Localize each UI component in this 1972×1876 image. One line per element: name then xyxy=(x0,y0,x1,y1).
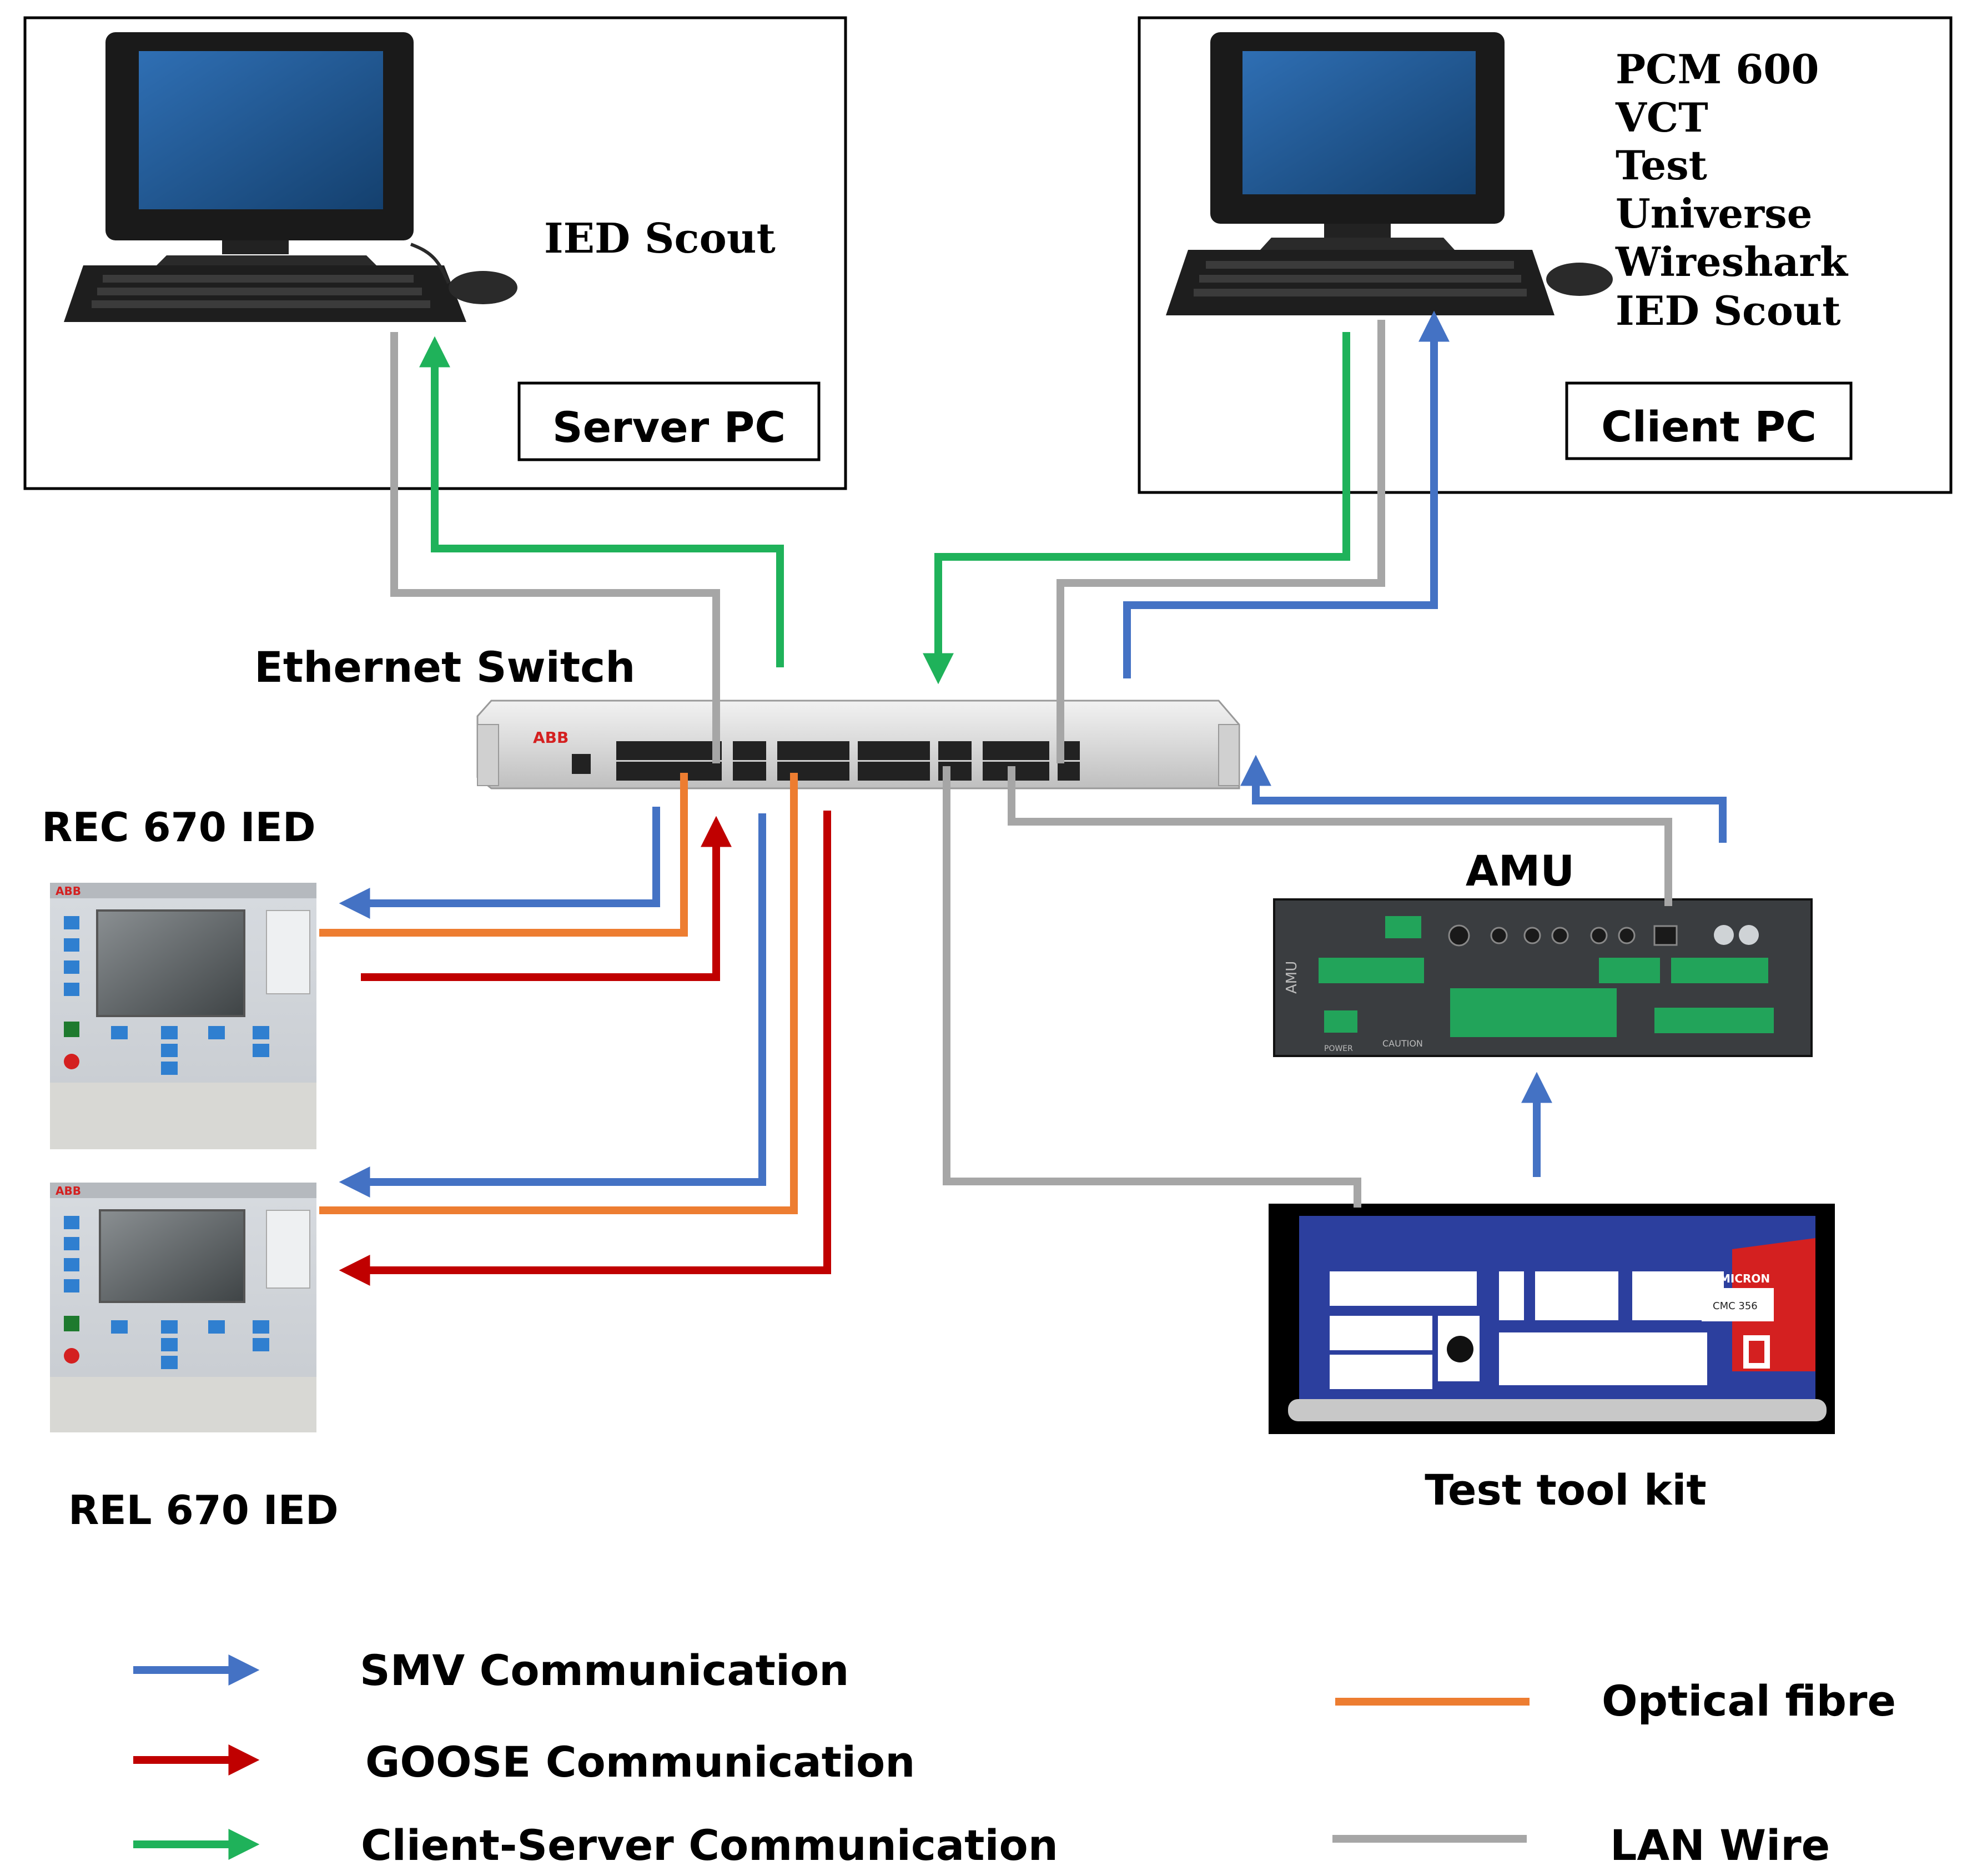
legend-smv-label: SMV Communication xyxy=(360,1646,849,1695)
legend-optical-fibre-label: Optical fibre xyxy=(1602,1676,1896,1726)
amu-side-text: AMU xyxy=(1284,961,1300,994)
test-tool-kit-device: OMICRON CMC 356 xyxy=(1269,1204,1835,1434)
lan-wire-test-kit xyxy=(943,766,1361,1208)
server-software-label: IED Scout xyxy=(544,215,776,263)
switch-ports xyxy=(572,741,1080,781)
test-kit-panels xyxy=(1330,1271,1774,1389)
rel-ied-label: REL 670 IED xyxy=(68,1487,339,1533)
client-software-item: PCM 600 xyxy=(1616,46,1819,93)
client-server-from-client-pc xyxy=(923,332,1350,685)
legend-lan-wire: LAN Wire xyxy=(1332,1820,1830,1870)
optical-fibre-rel xyxy=(319,773,798,1214)
legend-client-server: Client-Server Communication xyxy=(133,1820,1058,1870)
smv-to-rel-ied xyxy=(339,813,766,1198)
goose-rec-to-switch xyxy=(361,816,732,981)
connections xyxy=(319,310,1727,1286)
client-software-list: PCM 600 VCT Test Universe Wireshark IED … xyxy=(1615,46,1849,334)
rec-ied-label: REC 670 IED xyxy=(42,804,316,851)
client-pc-label: Client PC xyxy=(1601,402,1817,451)
goose-to-rel-ied xyxy=(339,811,831,1286)
client-software-item: Test xyxy=(1616,142,1707,189)
amu-terminal-blocks xyxy=(1319,916,1774,1037)
smv-to-rec-ied xyxy=(339,807,660,919)
client-software-item: VCT xyxy=(1615,94,1708,141)
rel-670-ied: ABB xyxy=(50,1183,316,1432)
client-software-item: Wireshark xyxy=(1615,238,1849,285)
lan-wire-amu xyxy=(1008,766,1672,906)
amu-device: AMU CAUTION POWER xyxy=(1273,898,1813,1057)
amu-caution-text: CAUTION xyxy=(1382,1038,1423,1049)
client-server-to-server-pc xyxy=(419,336,784,667)
legend-optical-fibre: Optical fibre xyxy=(1335,1676,1896,1726)
test-kit-brand: OMICRON xyxy=(1710,1272,1770,1285)
legend-goose-label: GOOSE Communication xyxy=(365,1737,915,1787)
amu-label: AMU xyxy=(1466,846,1574,896)
server-pc-box: IED Scout Server PC xyxy=(23,16,847,490)
ethernet-switch: ABB xyxy=(476,700,1240,789)
client-software-item: IED Scout xyxy=(1616,287,1841,334)
switch-brand-logo: ABB xyxy=(533,728,569,747)
legend-smv: SMV Communication xyxy=(133,1646,849,1695)
legend-client-server-label: Client-Server Communication xyxy=(361,1820,1058,1870)
smv-amu-to-switch xyxy=(1240,755,1727,843)
rec-670-ied: ABB xyxy=(50,883,316,1149)
test-tool-kit-label: Test tool kit xyxy=(1425,1465,1707,1515)
server-pc-label: Server PC xyxy=(552,403,786,452)
legend: SMV Communication GOOSE Communication Cl… xyxy=(133,1646,1896,1870)
rec-brand-logo: ABB xyxy=(56,884,81,898)
smv-to-client-pc xyxy=(1123,310,1450,678)
legend-lan-wire-label: LAN Wire xyxy=(1610,1820,1830,1870)
test-kit-model: CMC 356 xyxy=(1713,1300,1758,1312)
rel-brand-logo: ABB xyxy=(56,1184,81,1198)
client-software-item: Universe xyxy=(1616,190,1812,237)
lan-wire-server xyxy=(390,332,720,763)
server-computer-icon xyxy=(64,32,517,322)
legend-goose: GOOSE Communication xyxy=(133,1737,915,1787)
server-pc-label-box xyxy=(517,381,821,461)
optical-fibre-rec xyxy=(319,773,688,937)
client-pc-label-box xyxy=(1565,381,1853,460)
amu-power-text: POWER xyxy=(1324,1044,1353,1053)
client-computer-icon xyxy=(1166,32,1613,315)
lan-wire-client xyxy=(1057,320,1385,763)
ethernet-switch-label: Ethernet Switch xyxy=(254,642,635,692)
client-pc-box: PCM 600 VCT Test Universe Wireshark IED … xyxy=(1138,16,1953,494)
